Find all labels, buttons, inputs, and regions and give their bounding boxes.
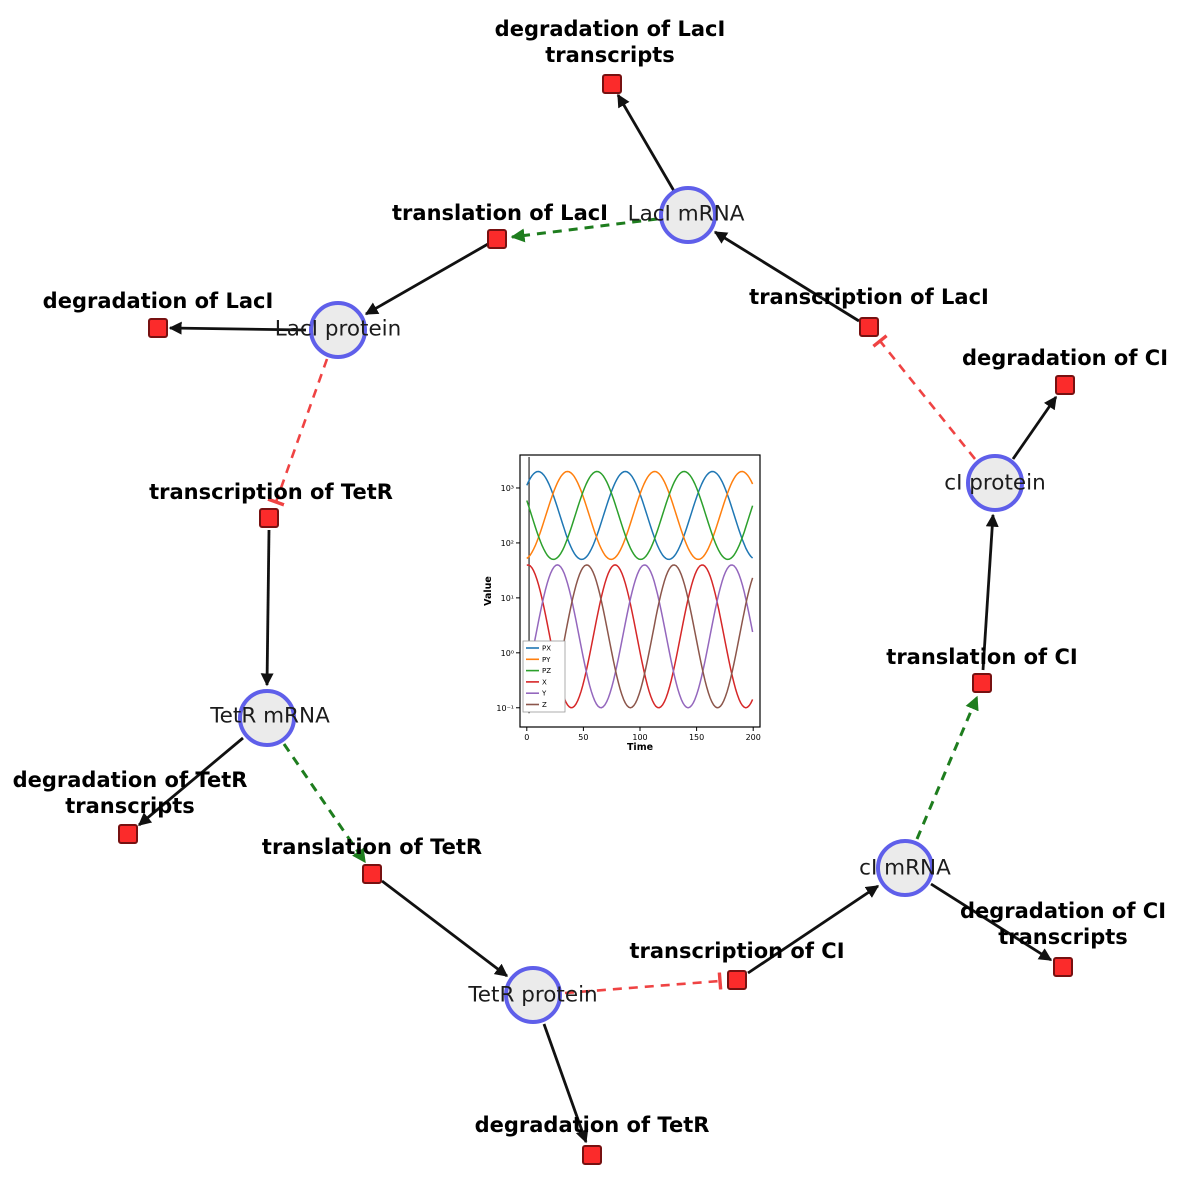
edge-translation-laci-to-laci-protein — [364, 242, 489, 316]
species-node-tetr-protein[interactable] — [504, 966, 562, 1024]
y-tick-label: 10⁰ — [501, 649, 514, 658]
reaction-node-deg-laci[interactable] — [148, 318, 168, 338]
chart-legend: PX PY PZ XYZ — [522, 640, 566, 713]
edge-transcription-ci-to-ci-mrna — [747, 884, 880, 975]
edge-ci-protein-inhibits-transcription-laci — [872, 334, 977, 460]
x-tick-label: 150 — [689, 733, 704, 742]
species-node-ci-protein[interactable] — [966, 454, 1024, 512]
species-node-ci-mrna[interactable] — [876, 839, 934, 897]
legend-label-PX: PX — [542, 645, 551, 653]
reaction-label-transcription-ci: transcription of CI — [629, 938, 845, 963]
reaction-label-deg-tetr: degradation of TetR — [474, 1112, 710, 1137]
reaction-node-deg-tetr-tx[interactable] — [118, 824, 138, 844]
species-label-ci-protein: cI protein — [944, 470, 1046, 496]
reaction-label-deg-ci-tx: degradation of CI transcripts — [959, 898, 1167, 949]
chart-series — [526, 457, 754, 714]
reaction-node-translation-laci[interactable] — [487, 229, 507, 249]
series-line-Z — [526, 564, 754, 709]
reaction-node-deg-tetr[interactable] — [582, 1145, 602, 1165]
y-tick-label: 10³ — [501, 484, 514, 493]
legend-label-PY: PY — [542, 656, 551, 664]
reaction-label-transcription-tetr: transcription of TetR — [149, 479, 393, 504]
y-tick-label: 10² — [501, 539, 514, 548]
species-label-laci-protein: LacI protein — [274, 316, 402, 342]
edge-ci-mrna-to-deg-ci-tx — [930, 882, 1053, 962]
series-line-PZ — [526, 470, 754, 561]
reaction-node-transcription-ci[interactable] — [727, 970, 747, 990]
reaction-label-deg-laci-tx: degradation of LacI transcripts — [494, 16, 726, 67]
edge-translation-ci-to-ci-protein — [981, 513, 999, 671]
edge-laci-mrna-to-translation-laci — [510, 217, 658, 243]
legend-label-Z: Z — [542, 701, 547, 709]
edge-laci-mrna-to-deg-laci-tx — [616, 93, 676, 192]
edge-tetr-protein-to-deg-tetr — [542, 1023, 589, 1144]
x-tick-label: 200 — [746, 733, 761, 742]
edge-transcription-laci-to-laci-mrna — [713, 230, 860, 323]
reaction-label-deg-laci: degradation of LacI — [42, 288, 274, 313]
reaction-node-deg-ci[interactable] — [1055, 375, 1075, 395]
reaction-node-deg-ci-tx[interactable] — [1053, 957, 1073, 977]
species-node-laci-mrna[interactable] — [659, 186, 717, 244]
edge-tetr-mrna-to-translation-tetr — [282, 743, 367, 864]
reaction-label-transcription-laci: transcription of LacI — [749, 284, 989, 309]
species-label-tetr-mrna: TetR mRNA — [210, 703, 330, 729]
y-tick-label: 10⁻¹ — [496, 704, 514, 713]
reaction-label-translation-laci: translation of LacI — [392, 200, 608, 225]
species-node-tetr-mrna[interactable] — [238, 689, 296, 747]
reaction-node-deg-laci-tx[interactable] — [602, 74, 622, 94]
x-tick-label: 100 — [632, 733, 647, 742]
reaction-node-translation-ci[interactable] — [972, 673, 992, 693]
legend-label-PZ: PZ — [542, 667, 551, 675]
edge-translation-tetr-to-tetr-protein — [381, 879, 509, 978]
y-axis-label: Value — [483, 576, 494, 606]
reaction-node-transcription-tetr[interactable] — [259, 508, 279, 528]
y-tick-label: 10¹ — [501, 594, 514, 603]
edge-ci-protein-to-deg-ci — [1011, 395, 1058, 460]
reaction-label-translation-ci: translation of CI — [886, 644, 1078, 669]
edge-tetr-mrna-to-deg-tetr-tx — [138, 736, 244, 827]
edge-laci-protein-to-deg-laci — [168, 321, 307, 335]
legend-label-Y: Y — [541, 690, 547, 698]
series-line-PY — [526, 470, 754, 561]
species-label-ci-mrna: cI mRNA — [859, 855, 951, 881]
reaction-label-translation-tetr: translation of TetR — [261, 834, 483, 859]
x-tick-label: 0 — [524, 733, 529, 742]
reaction-node-translation-tetr[interactable] — [362, 864, 382, 884]
x-axis-label: Time — [627, 742, 653, 753]
reaction-label-deg-ci: degradation of CI — [961, 345, 1169, 370]
species-node-laci-protein[interactable] — [309, 301, 367, 359]
species-label-tetr-protein: TetR protein — [468, 982, 598, 1008]
species-label-laci-mrna: LacI mRNA — [627, 201, 745, 227]
reaction-label-deg-tetr-tx: degradation of TetR transcripts — [12, 767, 248, 818]
x-tick-label: 50 — [578, 733, 588, 742]
reaction-node-transcription-laci[interactable] — [859, 317, 879, 337]
legend-box — [522, 640, 566, 713]
legend-label-X: X — [542, 678, 547, 686]
edge-ci-mrna-to-translation-ci — [915, 695, 979, 840]
edge-tetr-protein-inhibits-transcription-ci — [564, 972, 723, 995]
edge-transcription-tetr-to-tetr-mrna — [260, 529, 274, 687]
series-line-Y — [526, 564, 754, 709]
